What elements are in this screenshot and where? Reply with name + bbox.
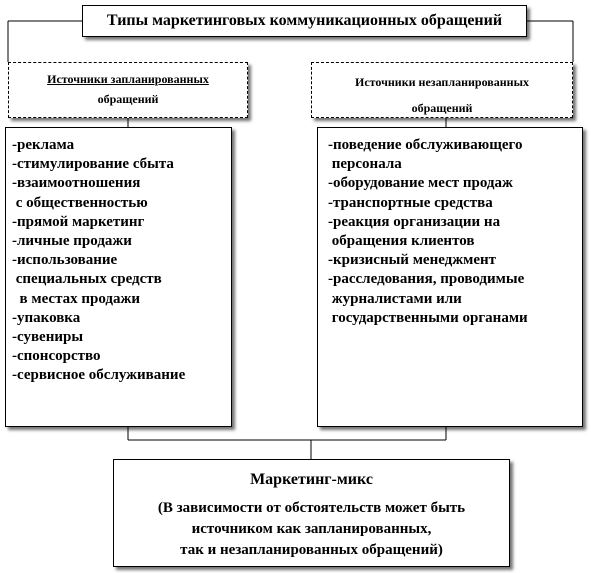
list-item: журналистами или — [328, 290, 462, 307]
list-item: с общественностью — [12, 194, 148, 211]
list-item: -поведение обслуживающего — [328, 137, 523, 153]
list-item: -расследования, проводимые — [328, 271, 525, 288]
marketing-mix-desc-line1: (В зависимости от обстоятельств может бы… — [157, 500, 466, 516]
unplanned-sources-header: Источники незапланированных обращений — [311, 62, 573, 118]
list-item: -упаковка — [12, 309, 81, 326]
list-item: -реклама — [12, 137, 75, 153]
list-item: -спонсорство — [12, 348, 101, 365]
planned-sources-list: -реклама -стимулирование сбыта -взаимоот… — [5, 127, 232, 427]
list-item: -оборудование мест продаж — [328, 175, 513, 192]
unplanned-header-line1: Источники незапланированных — [355, 75, 529, 89]
list-item: -сувениры — [12, 329, 84, 346]
list-item: персонала — [328, 156, 402, 173]
list-item: государственными органами — [328, 309, 528, 326]
marketing-mix-title: Маркетинг-микс — [250, 471, 373, 488]
marketing-mix-description: (В зависимости от обстоятельств может бы… — [114, 498, 509, 561]
marketing-mix-desc-line2: источником как запланированных, — [191, 521, 432, 537]
unplanned-header-line2: обращений — [411, 101, 473, 115]
diagram-title: Типы маркетинговых коммуникационных обра… — [106, 12, 503, 29]
list-item: -сервисное обслуживание — [12, 367, 186, 384]
planned-sources-header: Источники запланированных обращений — [8, 62, 248, 118]
list-item: -реакция организации на — [328, 213, 501, 230]
list-item: -прямой маркетинг — [12, 213, 145, 230]
unplanned-sources-list: -поведение обслуживающего персонала -обо… — [317, 127, 583, 427]
list-item: -взаимоотношения — [12, 175, 141, 192]
planned-header-line1: Источники запланированных — [47, 72, 209, 86]
marketing-mix-desc-line3: так и незапланированных обращений) — [180, 542, 443, 558]
diagram-title-box: Типы маркетинговых коммуникационных обра… — [82, 5, 527, 37]
list-item: -личные продажи — [12, 233, 132, 250]
list-item: -использование — [12, 252, 118, 269]
list-item: -транспортные средства — [328, 194, 493, 211]
planned-header-line2: обращений — [97, 92, 159, 106]
list-item: -стимулирование сбыта — [12, 156, 174, 173]
list-item: -кризисный менеджмент — [328, 252, 497, 269]
list-item: обращения клиентов — [328, 233, 475, 250]
list-item: в местах продажи — [12, 290, 141, 307]
marketing-mix-box: Маркетинг-микс (В зависимости от обстоят… — [113, 459, 510, 567]
list-item: специальных средств — [12, 271, 162, 288]
